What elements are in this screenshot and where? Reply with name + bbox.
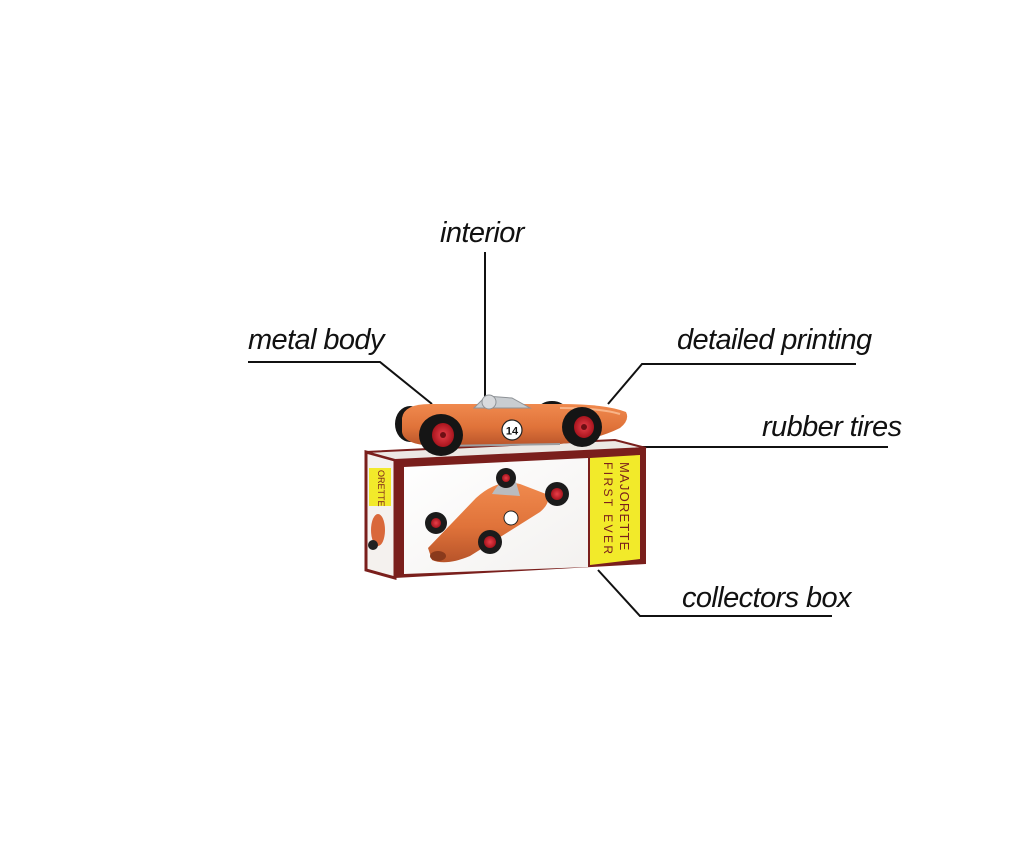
car-number-text: 14 [506, 426, 519, 438]
rear-near-wheel [419, 414, 463, 456]
metal-body-leader-line [248, 361, 433, 405]
die-cast-car: 14 [395, 394, 628, 456]
car-chassis-line [439, 443, 561, 447]
leader-lines [248, 252, 888, 617]
box-subtitle-text: FIRST EVER [601, 462, 615, 556]
detailed-printing-label: detailed printing [677, 324, 872, 356]
box-side-car-picture [368, 514, 385, 550]
box-side-brand-text: ORETTE [376, 470, 386, 507]
collectors-box-label: collectors box [682, 582, 852, 614]
box-car-picture [425, 468, 569, 563]
front-near-wheel [562, 407, 602, 447]
driver-helmet [481, 394, 497, 410]
collectors-box: ORETTE MAJORETTE FIRST EVER [364, 438, 647, 580]
metal-body-label: metal body [248, 324, 384, 356]
collectors-box-leader-line [597, 569, 832, 617]
interior-label: interior [440, 217, 524, 249]
rubber-tires-label: rubber tires [762, 411, 902, 443]
box-yellow-panel [590, 455, 640, 565]
car-number-roundel [501, 419, 523, 441]
car-nose-highlight [559, 407, 621, 415]
detailed-printing-leader-line [607, 363, 856, 405]
box-side-yellow-band [369, 468, 391, 506]
box-brand-text: MAJORETTE [617, 462, 632, 552]
